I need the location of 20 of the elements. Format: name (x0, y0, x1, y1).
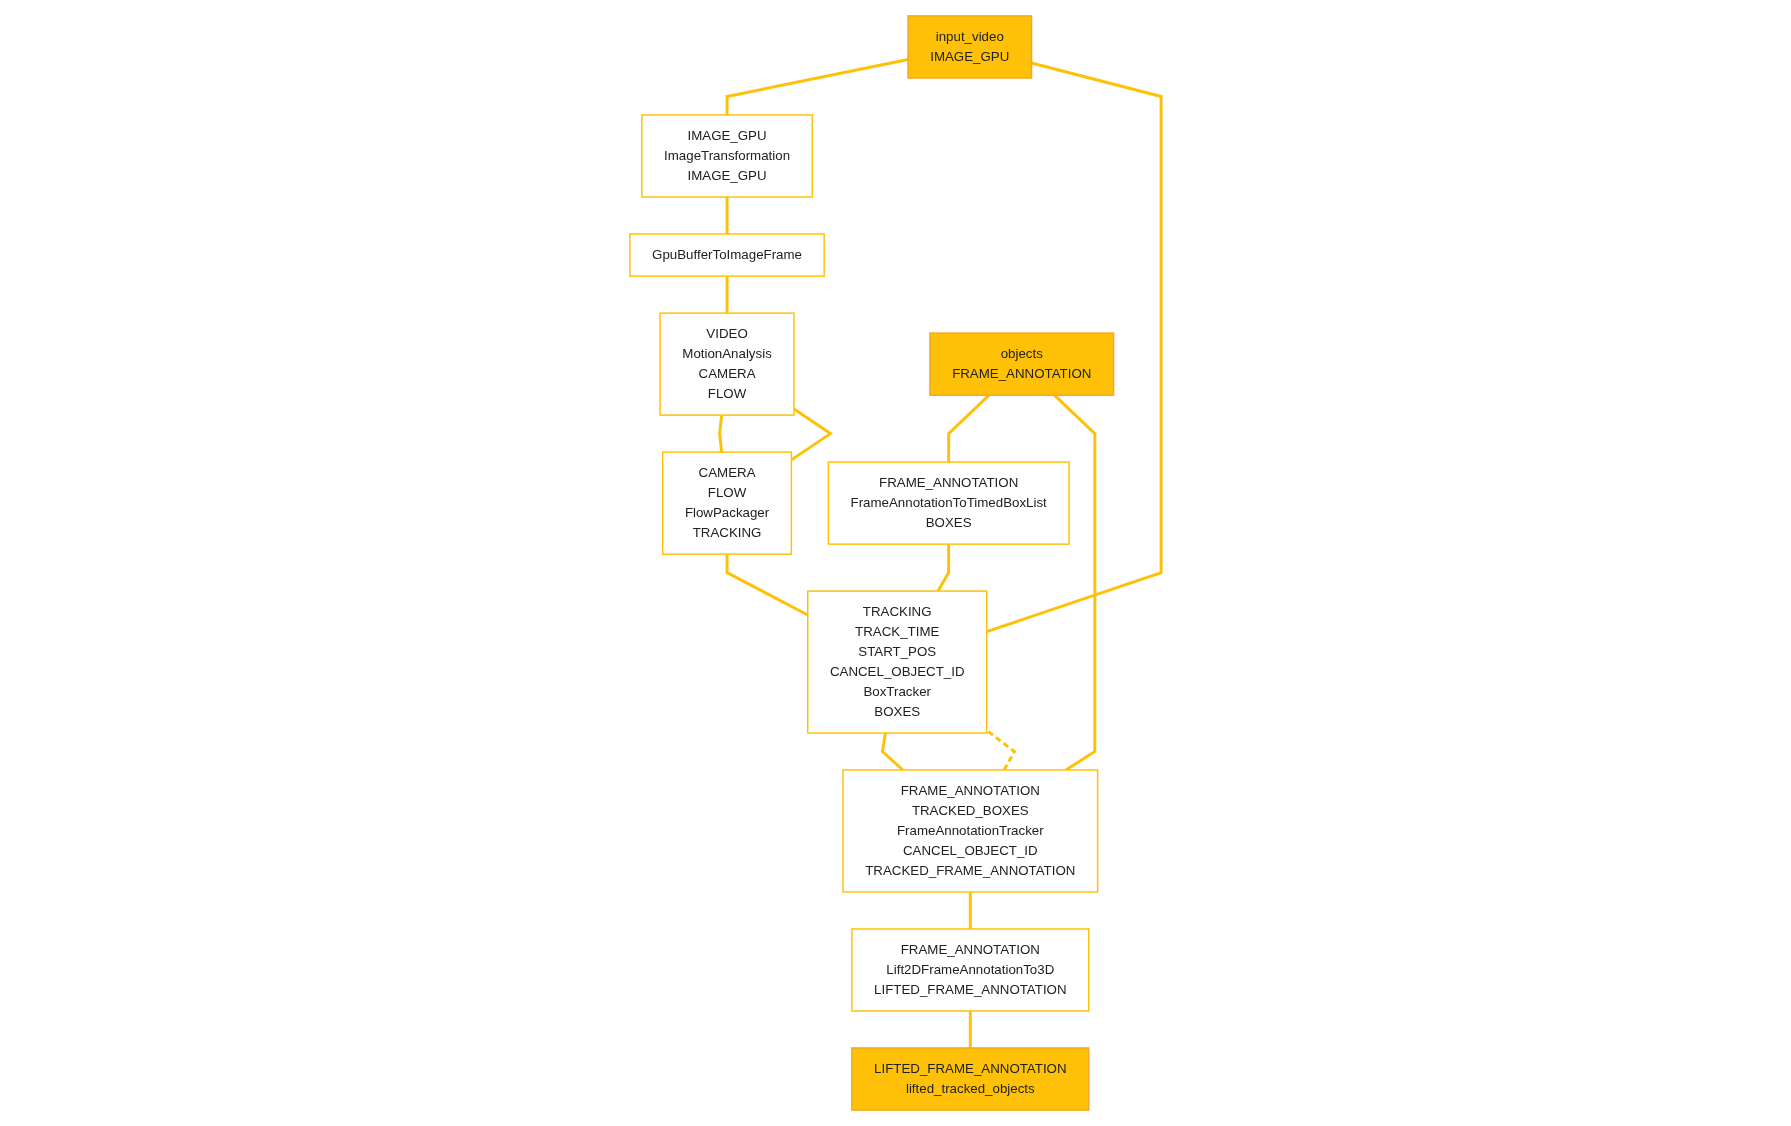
node-box: IMAGE_GPU ImageTransformation IMAGE_GPU (641, 114, 813, 198)
node-box: FRAME_ANNOTATION Lift2DFrameAnnotationTo3D LIFTED_FRAME_ANNOTATION (851, 928, 1090, 1012)
node-box: TRACKING TRACK_TIME START_POS CANCEL_OBJECT_ID BoxTracker BOXES (807, 590, 988, 734)
node-box: FRAME_ANNOTATION FrameAnnotationToTimedBoxList BOXES (827, 461, 1070, 545)
node-box: input_video IMAGE_GPU (907, 15, 1033, 79)
connector (968, 892, 972, 929)
node-box: GpuBufferToImageFrame (629, 233, 825, 277)
node-box: FRAME_ANNOTATION TRACKED_BOXES FrameAnnotationTracker CANCEL_OBJECT_ID TRACKED_FRAME_ANNOTATION (842, 769, 1099, 893)
node-box: VIDEO MotionAnalysis CAMERA FLOW (659, 312, 795, 416)
connector (725, 58, 909, 115)
connector (718, 414, 724, 453)
connector (725, 276, 729, 314)
node-box: LIFTED_FRAME_ANNOTATION lifted_tracked_objects (851, 1047, 1090, 1111)
node-box: objects FRAME_ANNOTATION (929, 332, 1115, 396)
connector (968, 1011, 972, 1048)
connector (986, 61, 1163, 634)
connector (725, 197, 729, 234)
connector (936, 544, 951, 592)
connector (947, 394, 991, 463)
node-box: CAMERA FLOW FlowPackager TRACKING (661, 451, 793, 555)
